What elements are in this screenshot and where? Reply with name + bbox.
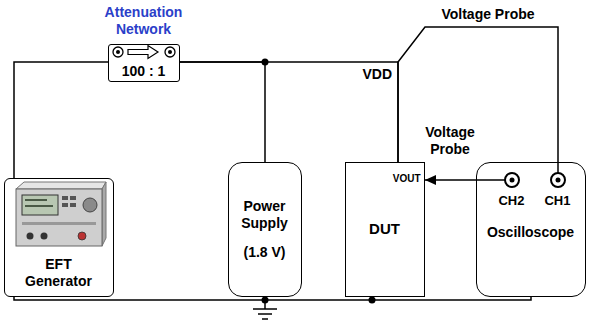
device-screen (22, 195, 58, 215)
pin-name: VOUT (379, 173, 421, 185)
device-button (70, 203, 76, 207)
probe-label: Voltage Probe (418, 124, 482, 158)
circuit-wire (265, 297, 372, 300)
oscilloscope-box: CH2 CH1Oscilloscope (476, 162, 586, 297)
channel-name: CH2 (492, 192, 532, 209)
device-name: Oscilloscope (476, 224, 586, 241)
direction-arrow (128, 46, 158, 59)
ground-symbol (262, 318, 268, 320)
terminal-symbol (168, 50, 172, 54)
terminal-symbol (116, 50, 120, 54)
ratio-value: 100 : 1 (108, 63, 180, 80)
probe-wire (557, 162, 559, 173)
ground-symbol (264, 300, 266, 309)
channel-name: CH1 (538, 192, 578, 209)
terminal-symbol (113, 47, 123, 57)
circuit-wire (180, 62, 398, 162)
probe-wire (398, 27, 558, 162)
net-name: VDD (355, 66, 392, 83)
generator-box: EFT Generator (4, 178, 114, 297)
device-knob (83, 198, 97, 212)
device-button (62, 203, 68, 207)
attenuator-box: Attenuation Network100 : 1 (108, 44, 180, 82)
device-name: DUT (345, 220, 425, 237)
probe-label: Voltage Probe (428, 6, 548, 23)
circuit-wire (14, 297, 265, 300)
device-panel-line (22, 222, 96, 225)
input-jack (556, 178, 561, 183)
device-socket (41, 233, 48, 240)
ground-symbol (253, 308, 277, 310)
probe-wire (476, 179, 505, 181)
device-button (70, 196, 76, 200)
circuit-wire (14, 62, 108, 178)
input-jack (505, 173, 519, 187)
device-name: EFT Generator (19, 256, 99, 290)
device-name: Power Supply (228, 198, 302, 232)
screen-line (25, 205, 53, 207)
probe-wire (425, 179, 476, 181)
circuit-wire (372, 297, 531, 300)
device-button (62, 196, 68, 200)
input-jack (510, 178, 515, 183)
device-front (16, 189, 102, 246)
device-side (102, 182, 106, 246)
terminal-symbol (165, 47, 175, 57)
generator-picture (16, 182, 106, 246)
voltage-value: (1.8 V) (228, 244, 302, 261)
input-jack (551, 173, 565, 187)
screen-line (25, 199, 47, 201)
device-top (16, 182, 106, 189)
power-supply-box: Power Supply (1.8 V) (228, 162, 302, 297)
block-heading: Attenuation Network (98, 4, 190, 38)
device-socket (27, 233, 34, 240)
device-socket (78, 232, 86, 240)
dut-box: DUT VOUT (345, 162, 425, 297)
ground-symbol (258, 313, 272, 315)
circuit-wire (180, 62, 265, 162)
